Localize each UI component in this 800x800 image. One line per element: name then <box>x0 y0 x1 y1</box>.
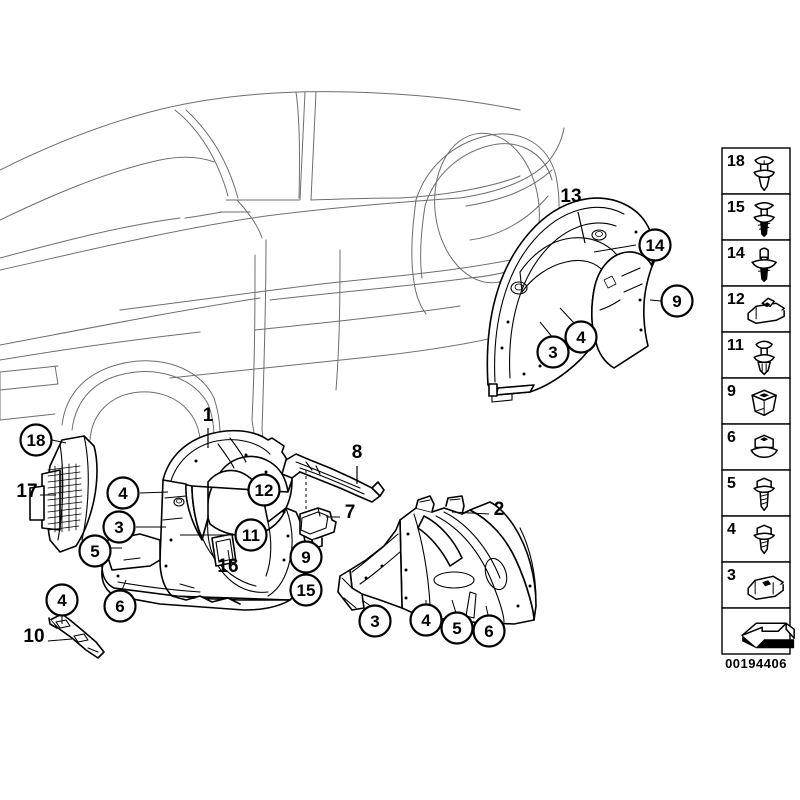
legend-row-number: 9 <box>727 383 736 400</box>
callout-4-part1-upper[interactable]: 4 <box>106 476 140 510</box>
vehicle-side-profile-ghost <box>0 91 565 446</box>
push-rivet-round-head-icon <box>753 156 775 192</box>
callout-label: 9 <box>672 292 681 311</box>
part-17-18-leaders <box>40 439 67 496</box>
part-13-leaders <box>539 211 662 339</box>
long-trim-strip-shape[interactable] <box>281 453 385 503</box>
spring-clip-bracket-icon <box>747 297 785 325</box>
rectangular-plate-label: 16 <box>217 556 238 577</box>
legend-row-number: 11 <box>727 337 744 354</box>
legend-row-9[interactable]: 9 <box>721 377 791 425</box>
callout-4-part10[interactable]: 4 <box>45 583 79 617</box>
legend-row-number: 5 <box>727 475 736 492</box>
long-trim-strip-label: 8 <box>352 442 363 463</box>
front-wheel-arch-liner-shape[interactable] <box>101 429 307 611</box>
legend-row-arrow[interactable] <box>721 607 795 655</box>
callout-label: 3 <box>548 343 557 362</box>
direction-arrow-icon <box>741 622 795 649</box>
callout-5-part2[interactable]: 5 <box>440 611 474 645</box>
ribbed-insulation-panel-shape[interactable] <box>29 435 98 553</box>
callout-18-left[interactable]: 18 <box>19 423 53 457</box>
callout-6-part1[interactable]: 6 <box>103 589 137 623</box>
callout-label: 3 <box>370 612 379 631</box>
callout-15-part7[interactable]: 15 <box>289 573 323 607</box>
callout-3-part2[interactable]: 3 <box>358 604 392 638</box>
callout-label: 12 <box>255 481 274 500</box>
legend-row-6[interactable]: 6 <box>721 423 791 471</box>
legend-row-11[interactable]: 11 <box>721 331 791 379</box>
callout-label: 4 <box>118 484 128 503</box>
callout-label: 4 <box>421 611 431 630</box>
legend-row-12[interactable]: 12 <box>721 285 791 333</box>
part-16-plate[interactable] <box>211 533 237 567</box>
callout-label: 3 <box>114 518 123 537</box>
flange-hex-nut-icon <box>750 434 778 459</box>
legend-row-number: 14 <box>727 245 745 262</box>
diagram-code-text: 00194406 <box>725 656 787 671</box>
callout-label: 18 <box>27 431 46 450</box>
front-wheel-arch-liner-label: 1 <box>203 405 214 426</box>
screw-rivet-flat-head-icon <box>753 202 775 238</box>
rear-wheel-arch-liner-label: 13 <box>560 186 581 207</box>
callout-label: 6 <box>484 622 493 641</box>
ribbed-insulation-panel-label: 17 <box>16 481 37 502</box>
legend-row-number: 4 <box>727 521 736 538</box>
lower-bracket-shape[interactable] <box>48 613 105 659</box>
hex-flange-tapping-screw-icon <box>753 477 775 512</box>
legend-row-4[interactable]: 4 <box>721 515 791 563</box>
callout-12-part1[interactable]: 12 <box>247 473 281 507</box>
legend-row-number: 6 <box>727 429 736 446</box>
front-wheel-housing-cover-label: 2 <box>494 499 505 520</box>
legend-row-14[interactable]: 14 <box>721 239 791 287</box>
callout-3-part1[interactable]: 3 <box>102 510 136 544</box>
rear-wheel-arch-liner-shape[interactable] <box>486 197 663 403</box>
callout-9-part13[interactable]: 9 <box>660 284 694 318</box>
callout-label: 5 <box>452 619 461 638</box>
legend-row-15[interactable]: 15 <box>721 193 791 241</box>
callout-11-part1[interactable]: 11 <box>234 518 268 552</box>
u-nut-clip-icon <box>747 575 784 601</box>
callout-3-part13[interactable]: 3 <box>536 335 570 369</box>
lower-bracket-label: 10 <box>23 626 44 647</box>
push-rivet-expanding-icon <box>753 340 775 376</box>
expanding-rivet-icon <box>751 247 777 283</box>
front-wheel-housing-cover-shape[interactable] <box>337 495 537 625</box>
callout-4-part13[interactable]: 4 <box>564 320 598 354</box>
callout-label: 11 <box>242 526 260 545</box>
legend-row-18[interactable]: 18 <box>721 147 791 195</box>
small-clip-cover-label: 7 <box>345 502 356 523</box>
callout-label: 5 <box>90 542 99 561</box>
legend-row-5[interactable]: 5 <box>721 469 791 517</box>
callout-label: 4 <box>57 591 67 610</box>
callout-label: 15 <box>297 581 316 600</box>
callout-4-part2[interactable]: 4 <box>409 603 443 637</box>
callout-14-part13[interactable]: 14 <box>638 228 672 262</box>
square-grommet-nut-icon <box>751 389 777 417</box>
callout-label: 6 <box>115 597 124 616</box>
callout-9-part7[interactable]: 9 <box>289 540 323 574</box>
callout-6-part2[interactable]: 6 <box>472 614 506 648</box>
legend-row-number: 18 <box>727 153 745 170</box>
legend-row-3[interactable]: 3 <box>721 561 791 609</box>
legend-row-number: 3 <box>727 567 736 584</box>
callout-5-part1[interactable]: 5 <box>78 534 112 568</box>
callout-label: 9 <box>301 548 310 567</box>
callout-label: 4 <box>576 328 586 347</box>
callout-label: 14 <box>646 236 665 255</box>
hex-flange-screw-short-icon <box>753 524 775 555</box>
legend-row-number: 15 <box>727 199 745 216</box>
legend-row-number: 12 <box>727 291 745 308</box>
